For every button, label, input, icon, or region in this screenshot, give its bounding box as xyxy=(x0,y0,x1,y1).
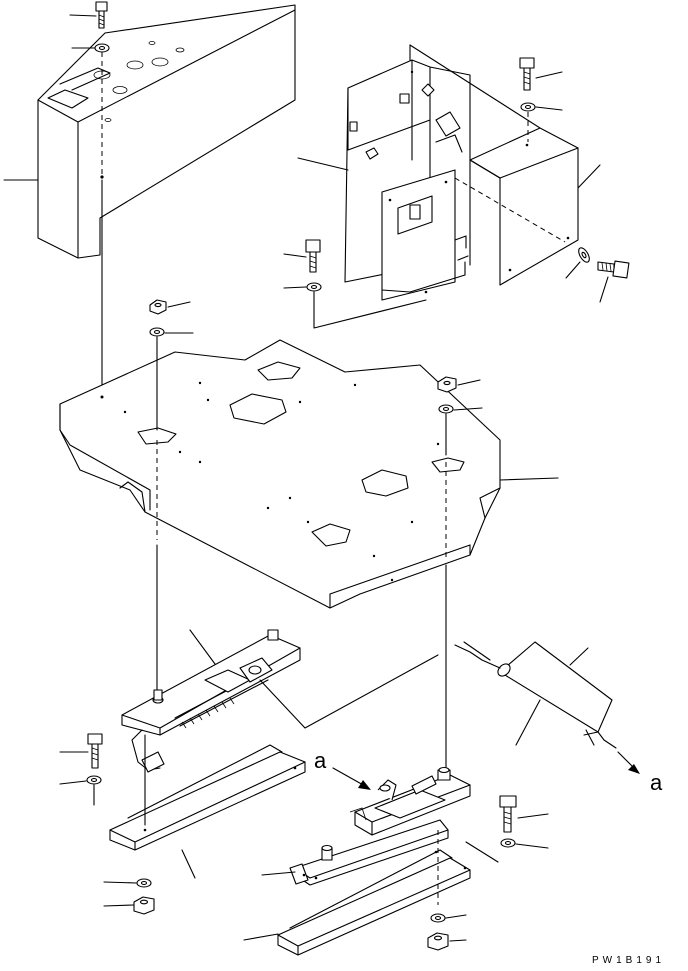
washer-box-top xyxy=(521,103,562,111)
leader-lever-tube xyxy=(570,648,588,665)
arrow-to-section-a xyxy=(618,752,640,774)
adjuster-lever-tube xyxy=(455,642,616,748)
nut-bottom-right xyxy=(428,933,466,950)
nut-plate-left xyxy=(150,300,190,314)
rail-bracket-left xyxy=(110,745,305,850)
washer-bracket-left xyxy=(284,283,321,291)
slide-rail-lever-side xyxy=(122,630,300,772)
bolt-top-left xyxy=(70,2,107,28)
leader-rail-to-cable xyxy=(260,655,438,728)
leader-floor-plate xyxy=(500,478,558,480)
right-bracket-assembly xyxy=(345,60,470,300)
bolt-box-top xyxy=(520,58,562,90)
drawing-code: PW1B191 xyxy=(592,955,666,966)
section-a-label-left: a xyxy=(314,748,327,773)
leader-slide-rail xyxy=(190,630,215,664)
washer-box-side xyxy=(566,246,591,278)
box-cover xyxy=(470,128,578,285)
bolt-box-side xyxy=(598,261,629,302)
washer-bottom-left xyxy=(104,879,151,887)
leader-slide-lower xyxy=(262,872,295,875)
floor-plate xyxy=(60,340,500,608)
bolt-bracket-left xyxy=(284,240,320,272)
nut-plate-right xyxy=(438,377,480,392)
washer-plate-left xyxy=(150,328,193,336)
arrow-section-a-left xyxy=(333,768,371,790)
leader-cable xyxy=(516,700,540,745)
bolt-lower-right xyxy=(500,796,548,832)
box-outline-top xyxy=(410,45,540,128)
washer-bottom-right xyxy=(431,914,466,922)
leader-bracket-right-tab xyxy=(466,842,498,862)
leader-rail-bracket-right xyxy=(244,934,278,940)
nut-bottom-left xyxy=(104,897,154,914)
dash-align-box xyxy=(455,178,565,242)
left-console-cover xyxy=(38,5,295,258)
washer-lower-right xyxy=(501,839,548,848)
section-a-label-right: a xyxy=(650,770,663,795)
washer-top-left xyxy=(72,44,109,52)
rail-bracket-right xyxy=(278,850,470,955)
leader-bracket xyxy=(298,158,348,170)
slide-lower-right xyxy=(290,820,448,885)
washer-plate-right xyxy=(439,405,482,413)
leader-box-cover xyxy=(578,165,600,188)
align-bracket-bolt xyxy=(314,292,426,328)
leader-rail-bracket-left xyxy=(182,850,195,878)
washer-lower-left xyxy=(60,776,101,784)
slide-rail-lock-side xyxy=(350,768,470,836)
bolt-lower-left xyxy=(60,734,102,768)
